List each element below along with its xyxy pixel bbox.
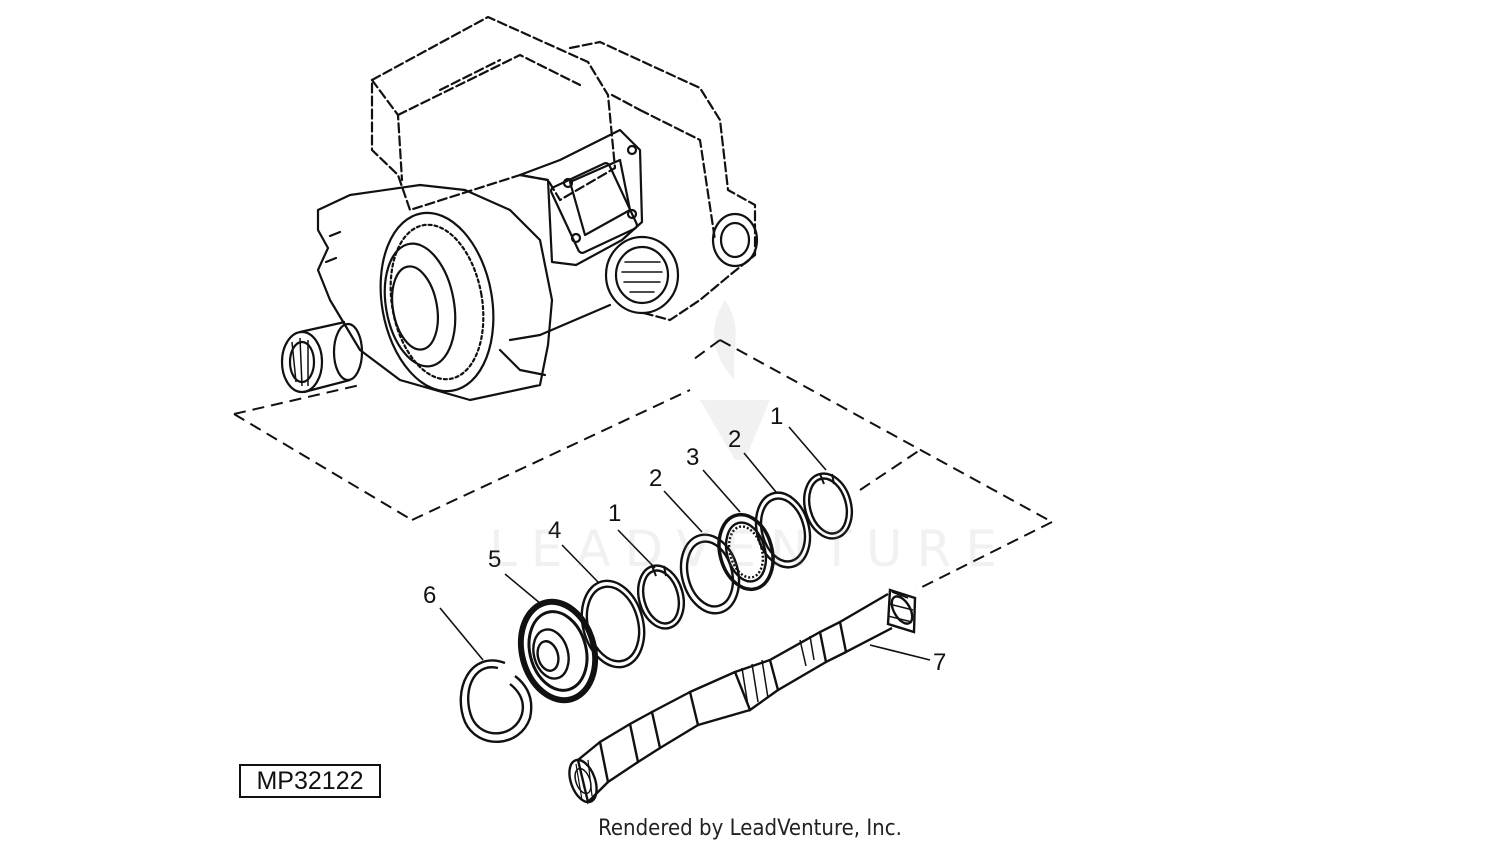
- retaining-ring: [459, 659, 533, 743]
- leader-lines: [439, 426, 931, 661]
- callout-label: 7: [933, 649, 946, 676]
- seal: [517, 598, 599, 704]
- needle-bearing: [280, 320, 364, 394]
- callout-label: 6: [423, 582, 436, 609]
- credit-text: Rendered by LeadVenture, Inc.: [598, 816, 902, 841]
- pump-housing: [316, 15, 759, 402]
- callout-label: 3: [686, 444, 699, 471]
- assembly-outline: [233, 339, 1053, 591]
- washer-middle: [679, 533, 741, 615]
- callout-label: 2: [728, 426, 741, 453]
- drive-shaft: [568, 588, 917, 805]
- callout-label: 5: [488, 546, 501, 573]
- watermark-text: LEADVENTURE: [489, 520, 1011, 578]
- callout-label: 1: [770, 403, 783, 430]
- callout-label: 1: [608, 500, 621, 527]
- callout-labels: 1 2 3 2 1 4 5 6 7: [423, 403, 946, 676]
- snap-ring-upper: [802, 472, 854, 540]
- watermark-logo: [700, 300, 770, 460]
- figure-id-box: MP32122: [239, 764, 381, 798]
- callout-label: 4: [548, 517, 561, 544]
- callout-label: 2: [649, 465, 662, 492]
